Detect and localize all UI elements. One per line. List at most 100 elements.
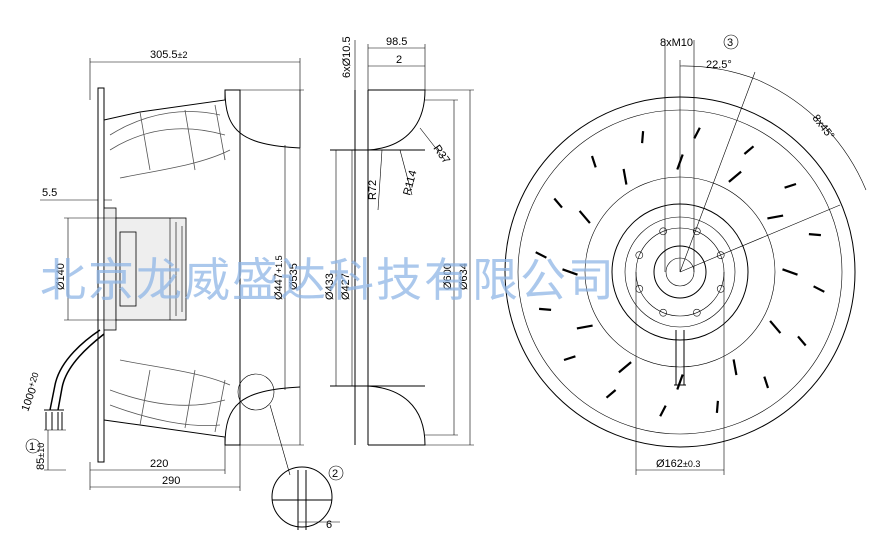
dim-85: 85±10 (35, 443, 47, 470)
dim-535-line (240, 89, 304, 446)
dim-140: Ø140 (55, 263, 67, 290)
dim-22.5-arc (679, 65, 759, 81)
blade-mark (590, 155, 597, 168)
blade-mark (715, 400, 719, 413)
blade-mark (797, 335, 807, 347)
dim-r37-leader (419, 127, 446, 161)
blade-mark (732, 359, 738, 376)
dim-634-line (425, 89, 474, 446)
side-view-cable (57, 333, 105, 411)
side-view-impeller-outline (103, 89, 241, 446)
detail-marker (237, 373, 275, 411)
dim-45-arc (757, 79, 867, 191)
bolt-hole (659, 308, 668, 317)
bolt-hole (692, 308, 701, 317)
blade-mark (622, 168, 628, 185)
callout-3-circle (723, 34, 739, 50)
dim-290: 290 (162, 475, 180, 487)
side-view-rotor (119, 231, 137, 307)
blade-mark (763, 376, 770, 389)
side-view-inlet-curve (224, 89, 301, 149)
front-view-cable (674, 330, 686, 386)
blade-mark (676, 374, 684, 390)
dim-600: Ø600 (442, 263, 454, 290)
blade-mark (659, 405, 667, 417)
side-view-cable-wires (44, 409, 64, 430)
dim-220-line (89, 445, 226, 490)
blade-mark (576, 324, 593, 330)
dim-634: Ø634 (458, 263, 470, 290)
callout-3: 3 (727, 37, 733, 49)
dim-45-line (679, 204, 841, 273)
dim-98.5-line (367, 44, 426, 90)
blade-mark (782, 268, 798, 276)
blade-mark (769, 320, 782, 334)
blade-mark (784, 182, 797, 189)
dim-290-line (90, 445, 241, 491)
inlet-ring-view: 6xØ10.5 98.5 2 R72 R114 R37 Ø433 Ø427 Ø6… (324, 36, 474, 446)
dim-85-line (44, 429, 66, 471)
dim-45: 8x45° (810, 112, 837, 142)
blade-mark (808, 233, 821, 237)
dim-305: 305.5±2 (150, 49, 187, 61)
side-view-blade (109, 404, 221, 426)
side-view-blade (139, 369, 226, 433)
dim-535: Ø535 (288, 263, 300, 290)
side-view-motor-fins (169, 218, 183, 320)
dim-447: Ø447+1.5 (273, 255, 285, 300)
bolt-hole (635, 251, 644, 259)
dim-r72-leader (377, 149, 383, 211)
dim-1000: 1000+20 (18, 371, 45, 413)
blade-mark (563, 355, 576, 362)
detail-view-circle (271, 466, 333, 528)
blade-mark (562, 268, 578, 276)
dim-5.5: 5.5 (42, 187, 57, 199)
dim-r114: R114 (401, 169, 419, 197)
callout-2: 2 (332, 468, 338, 480)
dim-162-line (635, 272, 725, 475)
dim-305-line (89, 58, 301, 148)
side-view-blade (109, 389, 226, 406)
inlet-ring-throat (330, 149, 425, 387)
detail-view-content (272, 470, 332, 530)
dim-r37: R37 (431, 143, 452, 166)
blade-mark (539, 307, 552, 311)
inlet-ring-profile-top (367, 89, 426, 151)
detail-leader (269, 404, 291, 476)
inlet-ring-profile-bottom (367, 385, 426, 446)
side-view: 305.5±2 5.5 Ø140 Ø447+1.5 Ø535 220 290 1… (18, 49, 344, 531)
side-view-blade (109, 111, 221, 136)
side-view-blade (109, 128, 226, 151)
dim-holes: 6xØ10.5 (341, 36, 353, 78)
dim-140-line (64, 217, 116, 321)
dim-angle-lines (679, 60, 756, 273)
blade-mark (535, 251, 547, 259)
blade-mark (767, 214, 784, 220)
side-view-blade (119, 149, 231, 179)
blade-mark (641, 131, 645, 144)
blade-mark (618, 361, 632, 374)
callout-1: 1 (29, 441, 35, 453)
bolt-hole (716, 251, 725, 259)
dim-433: Ø433 (324, 273, 336, 300)
blade-mark (578, 210, 591, 224)
side-view-blade (139, 104, 226, 171)
callout-2-circle (328, 465, 344, 481)
blade-mark (743, 145, 755, 155)
watermark: 北京龙威盛达科技有限公司 (40, 253, 616, 307)
blade-mark (813, 285, 825, 293)
blade-mark (553, 197, 563, 209)
dim-162: Ø162±0.3 (656, 458, 700, 470)
blade-mark (728, 170, 742, 183)
side-view-blade (119, 359, 231, 386)
callout-1-circle (25, 438, 41, 454)
side-view-backplate (97, 87, 105, 463)
dim-threads: 8xM10 (660, 37, 693, 49)
blade-mark (605, 389, 617, 399)
front-view: 8xM10 3 22.5° 8x45° Ø162±0.3 (504, 34, 867, 475)
dim-6: 6 (326, 519, 332, 531)
side-view-cable (49, 329, 101, 411)
dim-r114-leader (399, 149, 413, 196)
dim-r72: R72 (367, 180, 379, 200)
